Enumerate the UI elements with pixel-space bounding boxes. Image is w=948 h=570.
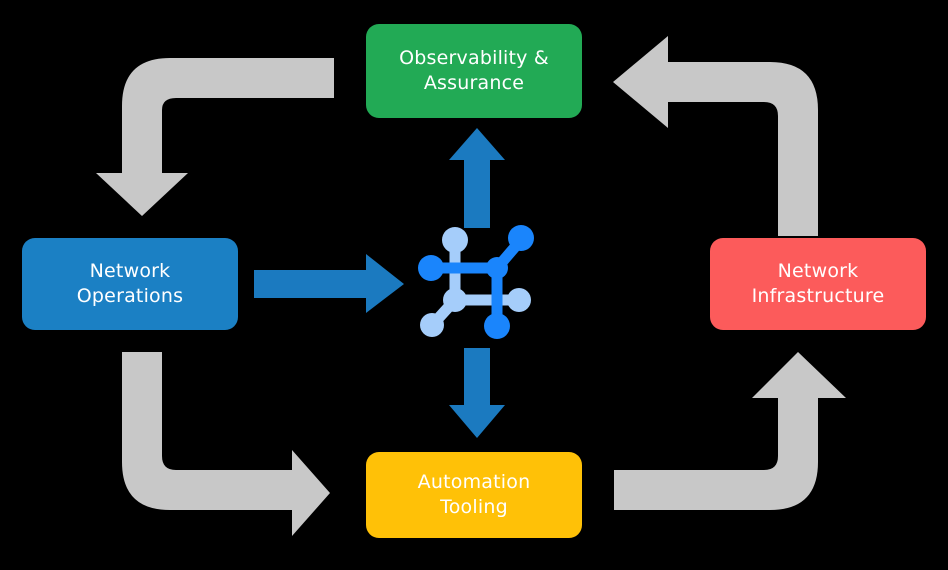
node-network-infrastructure-label: Network Infrastructure [751,259,885,307]
blue-arrow-hub-to-observability [449,128,505,228]
node-network-operations[interactable]: Network Operations [22,238,238,330]
node-automation-tooling[interactable]: Automation Tooling [366,452,582,538]
node-observability[interactable]: Observability & Assurance [366,24,582,118]
gray-arrow-observability-to-operations [96,58,334,216]
gray-arrow-automation-to-infrastructure [614,352,846,510]
node-automation-tooling-label: Automation Tooling [417,470,531,518]
gray-arrow-operations-to-automation [122,352,330,536]
node-network-operations-label: Network Operations [76,259,184,307]
blue-arrow-operations-to-hub [254,254,404,313]
node-network-infrastructure[interactable]: Network Infrastructure [710,238,926,330]
node-observability-label: Observability & Assurance [399,46,549,94]
blue-arrow-hub-to-automation [449,348,505,438]
gray-arrow-infrastructure-to-observability [613,36,818,236]
